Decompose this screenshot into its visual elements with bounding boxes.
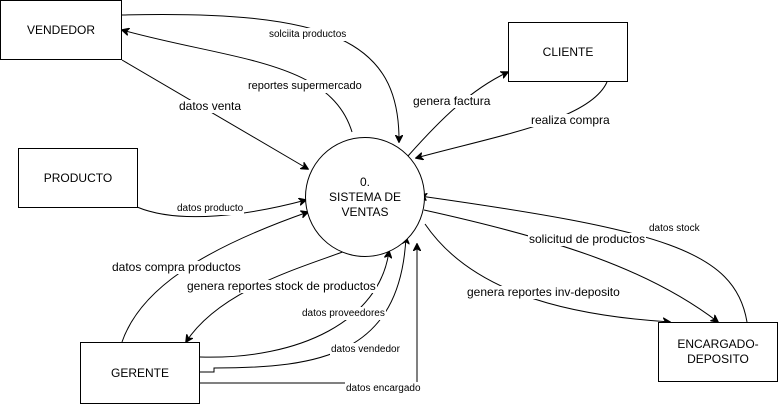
label-solicitud-productos: solicitud de productos <box>528 232 647 246</box>
entity-encargado-label: ENCARGADO- DEPOSITO <box>677 337 759 366</box>
flow-datos-venta <box>121 59 308 169</box>
entity-producto-label: PRODUCTO <box>43 170 113 185</box>
label-genera-factura: genera factura <box>412 94 492 108</box>
label-datos-proveedores: datos proveedores <box>301 307 386 320</box>
flow-reportes-supermercado <box>122 30 353 133</box>
label-realiza-compra: realiza compra <box>530 113 611 127</box>
label-datos-vendedor: datos vendedor <box>330 343 401 356</box>
process-sistema-de-ventas[interactable]: 0. SISTEMA DE VENTAS <box>305 137 425 257</box>
entity-cliente[interactable]: CLIENTE <box>508 22 628 82</box>
label-genera-reportes-stock: genera reportes stock de productos <box>186 279 377 293</box>
flow-solicita-productos <box>121 14 399 142</box>
label-datos-producto: datos producto <box>176 202 245 215</box>
label-datos-encargado: datos encargado <box>345 382 422 395</box>
entity-encargado-deposito[interactable]: ENCARGADO- DEPOSITO <box>658 322 778 382</box>
flow-genera-factura <box>407 72 508 157</box>
entity-cliente-label: CLIENTE <box>542 44 594 59</box>
entity-producto[interactable]: PRODUCTO <box>18 148 138 208</box>
flow-datos-proveedores <box>199 251 389 358</box>
label-datos-stock: datos stock <box>648 222 701 235</box>
flow-datos-stock <box>420 196 748 323</box>
label-datos-venta: datos venta <box>178 99 243 113</box>
entity-gerente[interactable]: GERENTE <box>80 342 200 404</box>
entity-vendedor-label: VENDEDOR <box>26 22 95 37</box>
entity-vendedor[interactable]: VENDEDOR <box>0 0 122 60</box>
entity-gerente-label: GERENTE <box>110 365 169 380</box>
flow-solicitud-productos <box>423 209 718 322</box>
label-genera-reportes-inv: genera reportes inv-deposito <box>466 285 621 299</box>
flow-datos-compra-productos <box>121 212 308 343</box>
process-label: 0. SISTEMA DE VENTAS <box>328 174 402 219</box>
flow-datos-producto <box>136 200 306 218</box>
label-solicita-productos: solciita productos <box>268 28 348 41</box>
label-datos-compra-productos: datos compra productos <box>111 260 242 274</box>
label-reportes-supermercado: reportes supermercado <box>247 80 363 93</box>
